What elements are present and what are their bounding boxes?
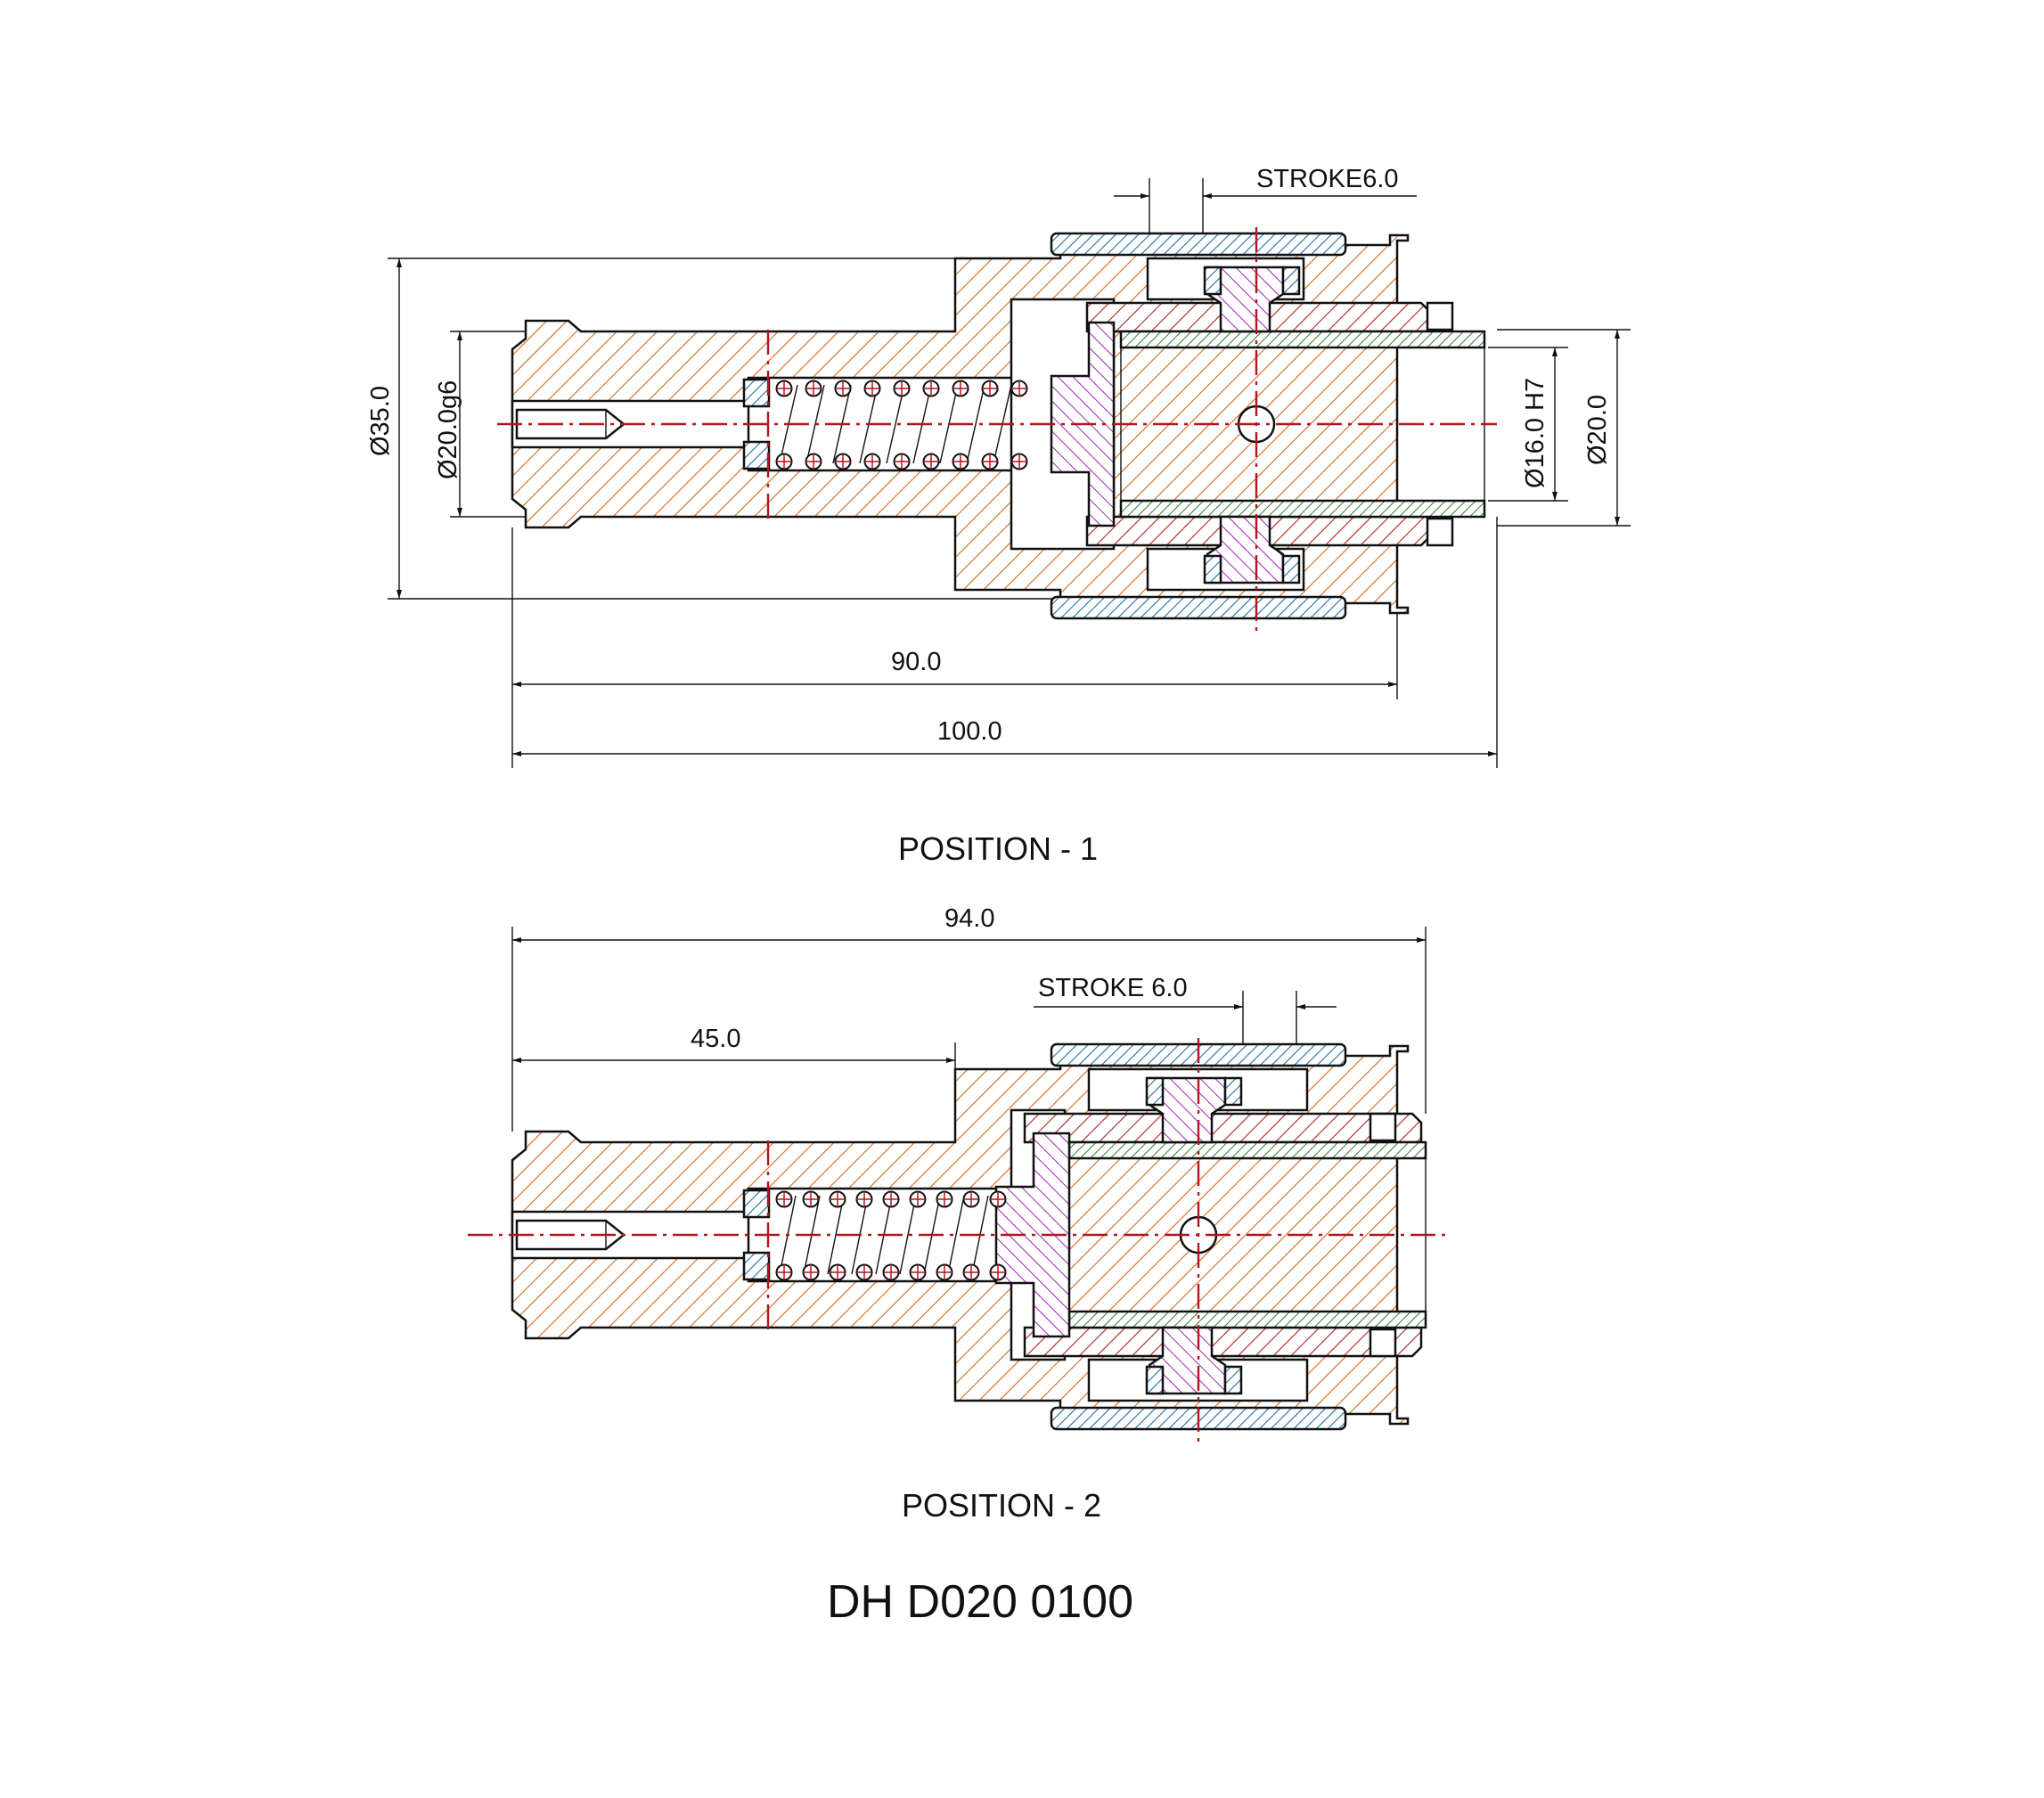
ring-block-bot-left-p1 bbox=[1203, 554, 1222, 584]
ring-block-top-right-p1 bbox=[1281, 266, 1301, 296]
cap-screw-bot-p1 bbox=[1426, 517, 1454, 547]
ring-block-top-left-p2 bbox=[1145, 1076, 1165, 1107]
dimension-len-body-p1: 90.0 bbox=[511, 527, 1398, 768]
ring-block-top-left-p1 bbox=[1203, 266, 1222, 296]
ring-block-bot-left-p2 bbox=[1145, 1365, 1165, 1395]
bushing-top-p2 bbox=[1067, 1140, 1427, 1160]
dia-shank-label-p1: Ø20.0g6 bbox=[434, 380, 462, 479]
dimension-dia-shank-p1: Ø20.0g6 bbox=[434, 331, 526, 518]
ring-block-top-right-p2 bbox=[1223, 1076, 1243, 1107]
dia-bore-label-p1: Ø16.0 H7 bbox=[1521, 378, 1549, 488]
ring-block-bot-right-p2 bbox=[1223, 1365, 1243, 1395]
stroke-label-p2: STROKE 6.0 bbox=[1038, 974, 1188, 1002]
sleeve-section-bot-p2 bbox=[1023, 1326, 1423, 1358]
ring-block-bot-right-p1 bbox=[1281, 554, 1301, 584]
cap-screw-top-p1 bbox=[1426, 301, 1454, 331]
dimension-stroke-p2: STROKE 6.0 bbox=[1034, 974, 1337, 1044]
sleeve-section-top-p2 bbox=[1023, 1112, 1423, 1144]
dimension-dia-outer-p1: Ø35.0 bbox=[366, 257, 1060, 600]
drawing-number: DH D020 0100 bbox=[827, 1576, 1133, 1628]
len-total-label-p2: 94.0 bbox=[944, 904, 994, 933]
bushing-bot-p1 bbox=[1119, 499, 1486, 519]
view-position-2: 94.0 STROKE 6.0 45.0 POSITION - 2 bbox=[468, 904, 1448, 1524]
len-body-label-p1: 90.0 bbox=[891, 648, 941, 676]
dimension-len-total-p1: 100.0 bbox=[512, 517, 1498, 768]
collar-ring-top-p1 bbox=[1050, 232, 1347, 257]
caption-position-2: POSITION - 2 bbox=[902, 1487, 1101, 1524]
cap-screw-bot-p2 bbox=[1369, 1328, 1397, 1358]
dimension-len-total-p2: 94.0 bbox=[511, 904, 1427, 1132]
dimension-len-shank-p2: 45.0 bbox=[512, 1025, 956, 1069]
dimension-dia-sleeve-p1: Ø20.0 bbox=[1497, 329, 1631, 527]
dimension-stroke-p1: STROKE6.0 bbox=[1114, 165, 1417, 233]
cap-screw-top-p2 bbox=[1369, 1112, 1397, 1142]
dimension-dia-bore-p1: Ø16.0 H7 bbox=[1488, 347, 1568, 502]
stroke-label-p1: STROKE6.0 bbox=[1256, 165, 1399, 193]
bushing-bot-p2 bbox=[1067, 1310, 1427, 1329]
len-shank-label-p2: 45.0 bbox=[691, 1025, 740, 1053]
view-position-1: STROKE6.0 Ø35.0 Ø20.0g6 Ø16.0 H7 Ø20.0 bbox=[366, 165, 1631, 867]
collar-ring-bot-p1 bbox=[1050, 595, 1347, 620]
caption-position-1: POSITION - 1 bbox=[898, 830, 1098, 867]
dia-outer-label-p1: Ø35.0 bbox=[366, 386, 395, 456]
dia-sleeve-label-p1: Ø20.0 bbox=[1583, 395, 1612, 465]
len-total-label-p1: 100.0 bbox=[937, 717, 1002, 746]
bushing-top-p1 bbox=[1119, 330, 1486, 349]
